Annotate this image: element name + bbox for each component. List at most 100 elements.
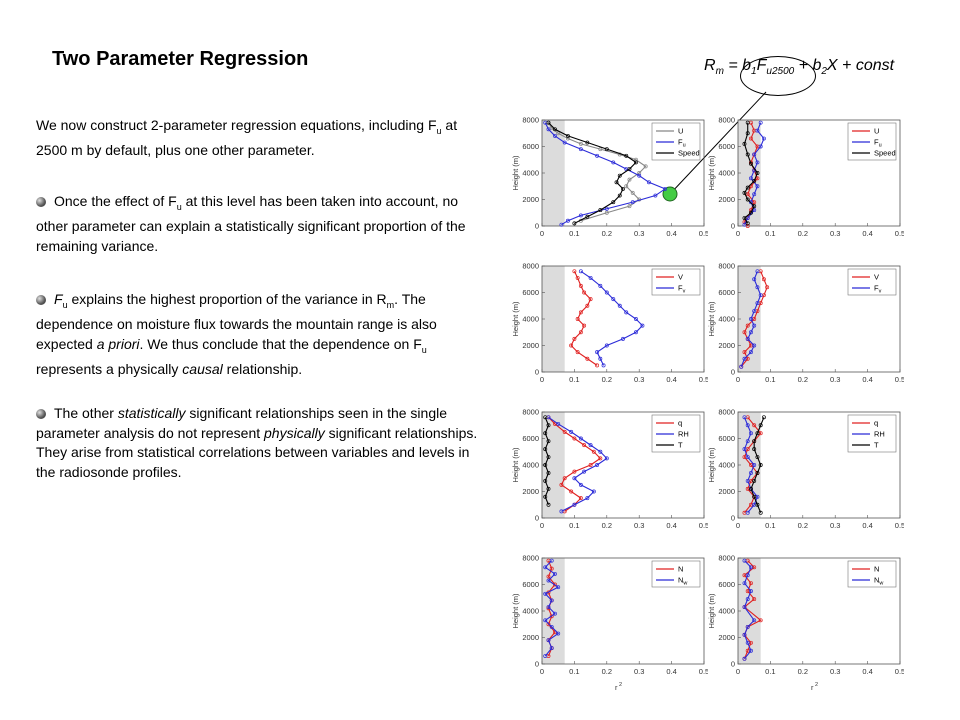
data-point [755, 431, 760, 436]
x-tick-label: 0.3 [830, 229, 840, 238]
y-axis-label: Height (m) [707, 301, 716, 337]
data-point [543, 654, 548, 659]
data-point [663, 186, 668, 191]
data-point [543, 431, 548, 436]
data-point [752, 204, 757, 209]
bullet-icon [36, 409, 46, 419]
data-point [752, 192, 757, 197]
x-tick-label: 0.3 [634, 521, 644, 530]
data-point [745, 131, 750, 136]
y-tick-label: 6000 [718, 142, 735, 151]
data-point [739, 364, 744, 369]
x-tick-label: 0.4 [862, 229, 872, 238]
legend-label: Nw [874, 576, 883, 587]
data-point [578, 141, 583, 146]
series-line-RH [743, 417, 759, 514]
significance-band [542, 266, 565, 372]
data-point [562, 429, 567, 434]
data-point [578, 496, 583, 501]
data-point [601, 363, 606, 368]
data-point [745, 455, 750, 460]
x-tick-label: 0.1 [569, 375, 579, 384]
data-point [624, 310, 629, 315]
y-tick-label: 2000 [718, 487, 735, 496]
data-point [591, 489, 596, 494]
legend-label: Fu [874, 138, 882, 149]
y-tick-label: 4000 [718, 315, 735, 324]
y-axis-label: Height (m) [707, 155, 716, 191]
x-tick-label: 0.2 [602, 521, 612, 530]
data-point [559, 482, 564, 487]
y-tick-label: 4000 [522, 315, 539, 324]
legend-label: T [678, 441, 683, 450]
legend-label: RH [874, 430, 885, 439]
data-point [634, 330, 638, 335]
data-point [585, 140, 590, 145]
data-point [588, 275, 593, 280]
data-point [543, 494, 548, 499]
data-point [745, 439, 750, 444]
data-point [742, 216, 747, 221]
y-tick-label: 6000 [522, 142, 539, 151]
data-point [643, 164, 648, 169]
data-point [637, 173, 642, 178]
data-point [543, 447, 548, 452]
data-point [572, 502, 577, 507]
y-tick-label: 4000 [718, 607, 735, 616]
data-point [742, 350, 747, 355]
data-point [745, 336, 750, 341]
data-point [575, 317, 580, 321]
data-point [546, 127, 551, 132]
y-tick-label: 4000 [522, 169, 539, 178]
data-point [543, 565, 548, 570]
data-point [572, 469, 577, 474]
data-point [585, 496, 590, 501]
data-point [578, 269, 583, 274]
data-point [745, 323, 750, 328]
data-point [758, 618, 763, 623]
data-point [755, 301, 760, 306]
data-point [585, 356, 590, 361]
significance-band [542, 120, 565, 226]
y-tick-label: 6000 [718, 288, 735, 297]
data-point [742, 447, 747, 452]
x-tick-label: 0 [540, 375, 544, 384]
data-point [752, 463, 757, 467]
data-point [742, 356, 747, 361]
data-point [546, 578, 551, 583]
y-axis-label: Height (m) [707, 447, 716, 483]
data-point [742, 141, 747, 146]
legend-label: U [678, 127, 683, 136]
data-point [752, 323, 757, 328]
data-point [549, 624, 554, 629]
data-point [546, 439, 551, 444]
data-point [749, 176, 753, 181]
slide-title: Two Parameter Regression [52, 48, 309, 70]
data-point [565, 136, 570, 141]
paragraph-intro: We now construct 2-parameter regression … [36, 117, 458, 159]
data-point [543, 463, 548, 467]
y-tick-label: 8000 [522, 262, 539, 271]
data-point [758, 120, 763, 125]
data-point [761, 136, 766, 141]
x-tick-label: 0.5 [699, 667, 708, 676]
series-line-U [743, 122, 759, 227]
data-point [749, 200, 753, 205]
legend-label: N [678, 565, 683, 574]
data-point [611, 297, 616, 302]
data-point [578, 147, 583, 152]
x-tick-label: 0.3 [634, 229, 644, 238]
significance-band [542, 558, 565, 664]
y-tick-label: 0 [535, 660, 539, 669]
data-point [755, 160, 760, 165]
data-point [546, 423, 551, 428]
x-tick-label: 0.3 [634, 667, 644, 676]
data-point [745, 221, 750, 226]
data-point [556, 131, 561, 136]
x-tick-label: 0.4 [666, 375, 676, 384]
data-point [578, 330, 583, 335]
